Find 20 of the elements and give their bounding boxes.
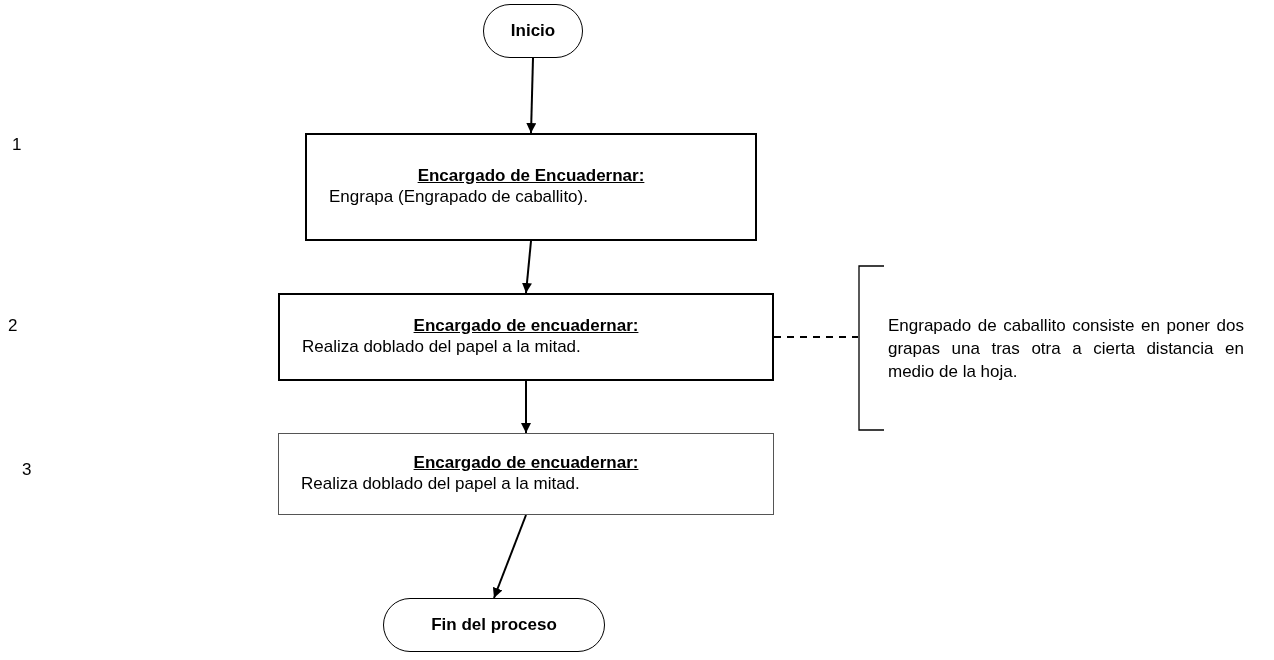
arrow: [521, 380, 531, 434]
process-box: [305, 133, 757, 241]
step-number: 3: [22, 460, 32, 480]
process-heading: Encargado de encuadernar:: [412, 315, 640, 336]
process-box: [278, 293, 774, 381]
process-description: Engrapa (Engrapado de caballito).: [329, 185, 589, 207]
dashed-connector: [773, 336, 859, 338]
arrow: [526, 57, 537, 134]
process-description: Realiza doblado del papel a la mitad.: [301, 472, 581, 494]
terminal-label: Fin del proceso: [431, 615, 557, 635]
process-box: [278, 433, 774, 515]
step-number: 1: [12, 135, 22, 155]
annotation-text: Engrapado de caballito consiste en poner dos grapas una tras otra a cierta distancia en medio de la hoja.: [888, 314, 1244, 383]
arrow: [492, 514, 527, 599]
terminal-label: Inicio: [510, 21, 556, 41]
step-number: 2: [8, 316, 18, 336]
process-heading: Encargado de encuadernar:: [412, 452, 640, 473]
process-description: Realiza doblado del papel a la mitad.: [302, 335, 582, 357]
process-heading: Encargado de Encuadernar:: [416, 165, 646, 186]
arrow: [522, 240, 532, 294]
